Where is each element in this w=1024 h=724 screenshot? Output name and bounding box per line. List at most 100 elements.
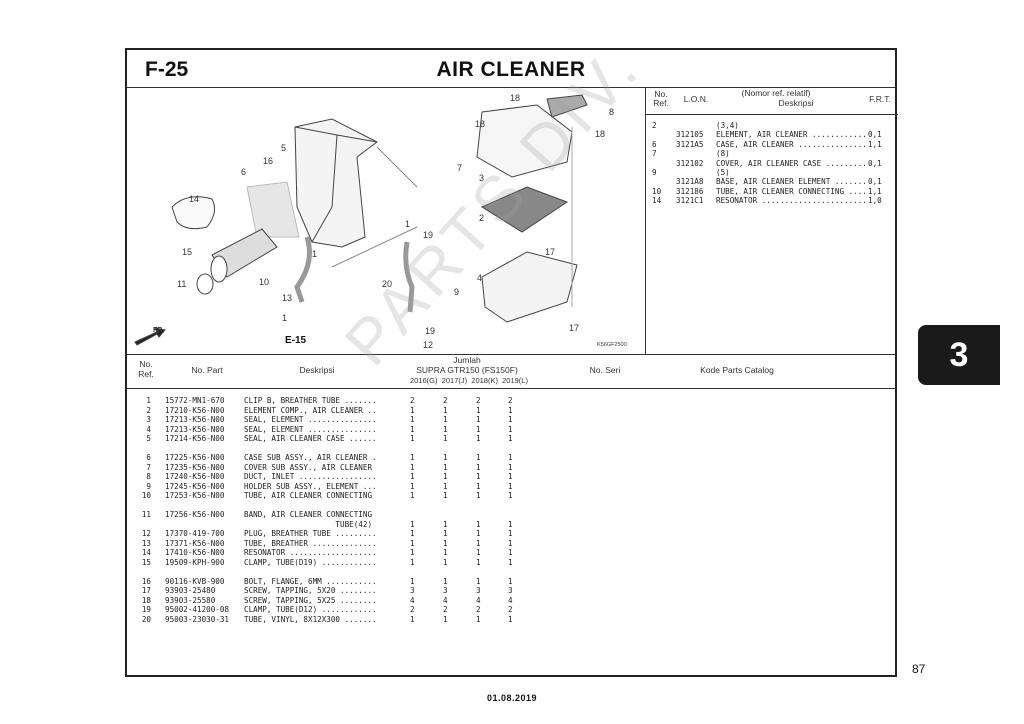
quantity: 1 — [410, 548, 415, 557]
frt-frt: 1,1 — [868, 139, 882, 149]
part-number: 93903-25480 — [165, 586, 216, 595]
ref-number: 5 — [146, 434, 151, 443]
col-desc: Deskripsi — [778, 98, 814, 108]
part-number: 17213-K56-N00 — [165, 424, 225, 434]
quantity: 1 — [443, 453, 448, 462]
callout: 10 — [259, 277, 269, 287]
part-description: TUBE(42) — [244, 519, 373, 529]
quantity: 1 — [443, 491, 448, 500]
quantity: 1 — [508, 491, 513, 500]
ref-number: 19 — [141, 605, 151, 614]
quantity: 2 — [410, 605, 415, 614]
quantity: 2 — [443, 396, 448, 405]
part-description: CASE SUB ASSY., AIR CLEANER . — [244, 453, 377, 462]
part-description: TUBE, VINYL, 8X12X300 ....... — [244, 614, 377, 624]
part-number: 17214-K56-N00 — [165, 434, 225, 443]
publication-date: 01.08.2019 — [486, 693, 538, 703]
col-model: SUPRA GTR150 (FS150F) — [416, 365, 518, 375]
quantity: 1 — [443, 519, 448, 529]
quantity: 1 — [476, 538, 481, 548]
frt-table-header: No. Ref. L.O.N. (Nomor ref. relatif) Des… — [646, 87, 898, 115]
ref-number: 6 — [146, 453, 151, 462]
callout: 2 — [479, 213, 484, 223]
callout: 14 — [189, 194, 199, 204]
callout: 5 — [281, 143, 286, 153]
callout: 18 — [475, 119, 485, 129]
frt-ref: 2 — [652, 121, 657, 130]
frt-frt: 0,1 — [868, 130, 882, 140]
callout: 18 — [595, 129, 605, 139]
frt-desc: (3,4) — [716, 121, 739, 130]
quantity: 2 — [508, 605, 513, 614]
callout: 3 — [479, 173, 484, 183]
callout: 12 — [423, 340, 433, 350]
callout: 6 — [241, 167, 246, 177]
part-description: SEAL, ELEMENT ............... — [244, 424, 377, 434]
part-description: CLAMP, TUBE(D12) ............ — [244, 605, 377, 614]
frt-frt: 0,1 — [868, 177, 882, 187]
quantity: 1 — [443, 472, 448, 481]
quantity: 1 — [508, 415, 513, 424]
ref-number: 12 — [141, 529, 151, 538]
callout: 1 — [405, 219, 410, 229]
quantity: 3 — [476, 586, 481, 595]
ref-number: 4 — [146, 424, 151, 434]
ref-number: 2 — [146, 405, 151, 415]
part-number: 17235-K56-N00 — [165, 462, 225, 472]
quantity: 1 — [476, 491, 481, 500]
part-number: 95003-23030-31 — [165, 614, 230, 624]
quantity: 1 — [410, 576, 415, 586]
col-lon: L.O.N. — [683, 94, 709, 104]
quantity: 2 — [410, 396, 415, 405]
callout: 7 — [457, 163, 462, 173]
callout: 17 — [569, 323, 579, 333]
quantity: 1 — [410, 472, 415, 481]
quantity: 1 — [443, 548, 448, 557]
ref-number: 9 — [146, 481, 151, 491]
part-number: 90116-KVB-900 — [165, 576, 225, 586]
frt-row: 9(5) — [646, 168, 898, 177]
quantity: 1 — [508, 614, 513, 624]
quantity: 1 — [476, 614, 481, 624]
frt-frt: 1,0 — [868, 196, 882, 206]
frt-frt: 1,1 — [868, 186, 882, 196]
part-number: 17245-K56-N00 — [165, 481, 225, 491]
ref-number: 17 — [141, 586, 151, 595]
frt-desc: BASE, AIR CLEANER ELEMENT ....... — [716, 177, 867, 187]
part-number: 15772-MN1-670 — [165, 396, 225, 405]
part-description: CLIP B, BREATHER TUBE ....... — [244, 396, 377, 405]
front-label: FR. — [153, 327, 164, 334]
quantity: 3 — [508, 586, 513, 595]
quantity: 4 — [508, 595, 513, 605]
col-jumlah: Jumlah — [453, 355, 481, 365]
ref-number: 1 — [146, 396, 151, 405]
frt-lon: 3121C1 — [676, 196, 704, 206]
frt-lon: 3121A8 — [676, 177, 704, 187]
quantity: 1 — [476, 462, 481, 472]
section-tab[interactable]: 3 — [918, 325, 1000, 385]
quantity: 1 — [410, 538, 415, 548]
quantity: 2 — [476, 605, 481, 614]
quantity: 1 — [508, 472, 513, 481]
quantity: 4 — [410, 595, 415, 605]
page-header: F-25 AIR CLEANER — [127, 50, 895, 88]
quantity: 1 — [410, 462, 415, 472]
table-row: 1 15772-MN1-670 CLIP B, BREATHER TUBE ....… — [127, 396, 895, 406]
reference-label: E-15 — [285, 335, 307, 346]
quantity: 1 — [508, 529, 513, 538]
ref-number: 10 — [141, 491, 151, 500]
frt-table: No. Ref. L.O.N. (Nomor ref. relatif) Des… — [645, 87, 898, 354]
frt-desc: RESONATOR ....................... — [716, 196, 867, 206]
frt-desc: (5) — [716, 167, 730, 177]
ref-number: 15 — [141, 557, 151, 567]
quantity: 1 — [410, 614, 415, 624]
part-number: 19509-KPH-900 — [165, 557, 225, 567]
